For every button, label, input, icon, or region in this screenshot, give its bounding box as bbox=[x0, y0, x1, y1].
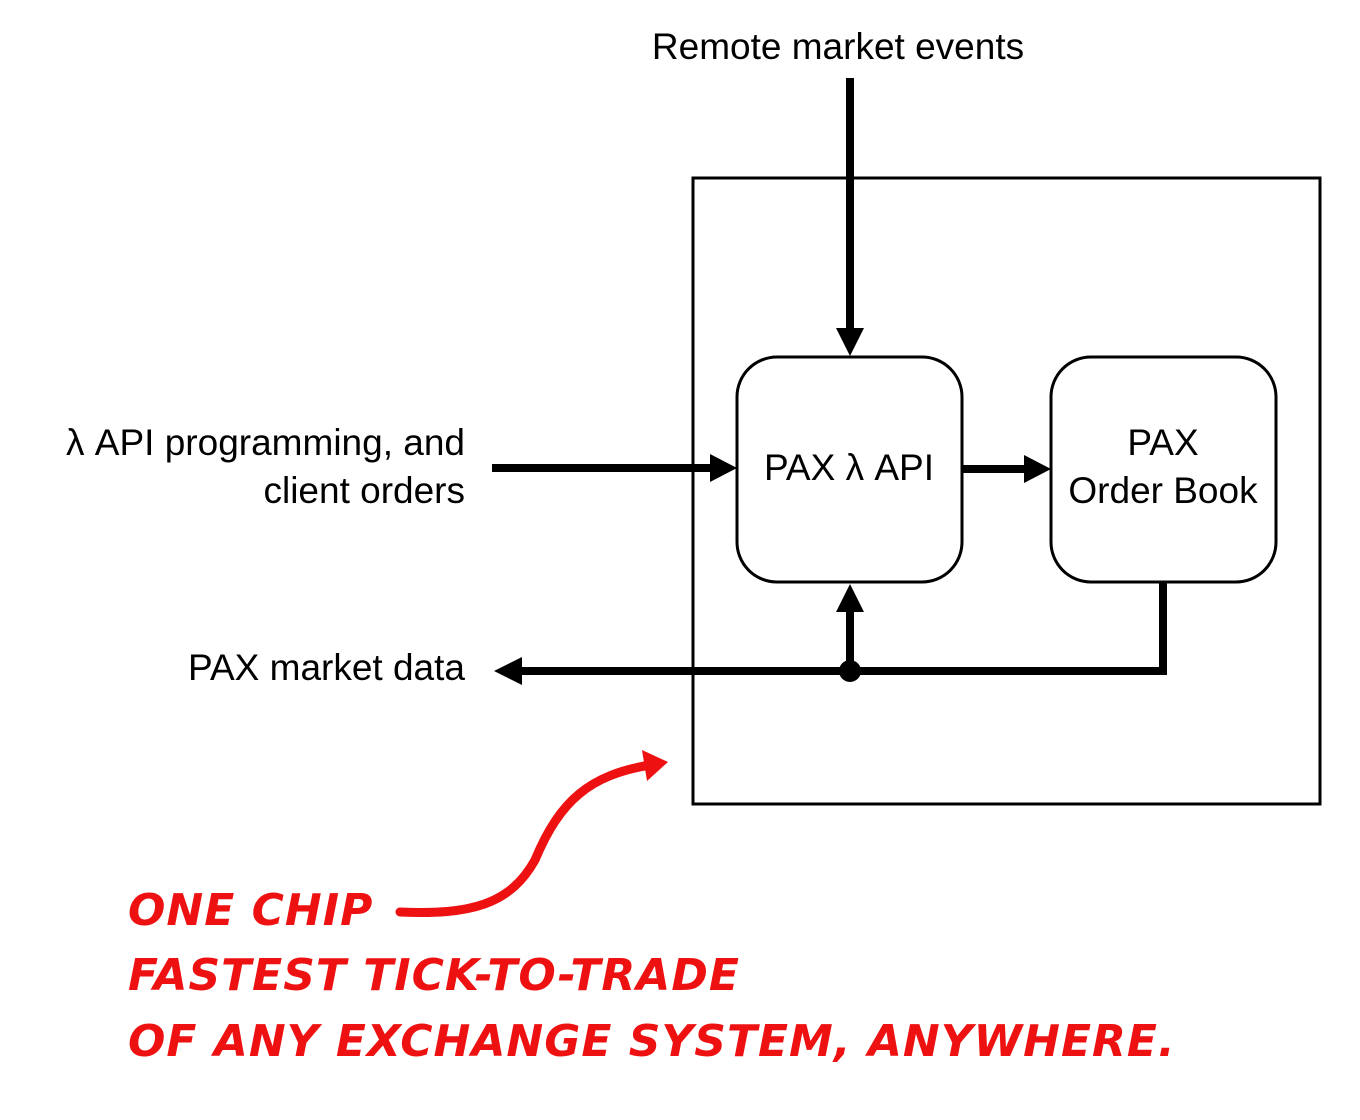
orderbook-block-label-line1: PAX bbox=[1127, 422, 1198, 463]
client-orders-label-line1: λ API programming, and bbox=[66, 422, 465, 463]
api-to-orderbook-arrowhead bbox=[1024, 455, 1051, 483]
remote-events-arrowhead bbox=[836, 328, 864, 356]
junction-to-api-arrowhead bbox=[836, 584, 864, 612]
market-data-arrowhead bbox=[494, 657, 522, 685]
annotation-line2: FASTEST TICK-TO-TRADE bbox=[128, 950, 740, 1001]
orderbook-block bbox=[1049, 355, 1278, 584]
annotation-arrow-curve bbox=[395, 760, 655, 917]
orderbook-output-line bbox=[520, 582, 1167, 675]
annotation-arrowhead bbox=[642, 750, 668, 781]
remote-events-label: Remote market events bbox=[652, 26, 1024, 67]
annotation-line1: ONE CHIP bbox=[128, 885, 373, 936]
chip-boundary bbox=[691, 176, 1322, 806]
annotation-line3: OF ANY EXCHANGE SYSTEM, ANYWHERE. bbox=[128, 1016, 1176, 1067]
client-orders-arrowhead bbox=[710, 454, 737, 482]
market-data-label: PAX market data bbox=[188, 647, 465, 688]
api-block-label: PAX λ API bbox=[764, 447, 934, 488]
orderbook-block-label-line2: Order Book bbox=[1068, 470, 1258, 511]
client-orders-label-line2: client orders bbox=[263, 470, 465, 511]
junction-dot bbox=[839, 660, 861, 682]
api-block bbox=[735, 355, 964, 584]
